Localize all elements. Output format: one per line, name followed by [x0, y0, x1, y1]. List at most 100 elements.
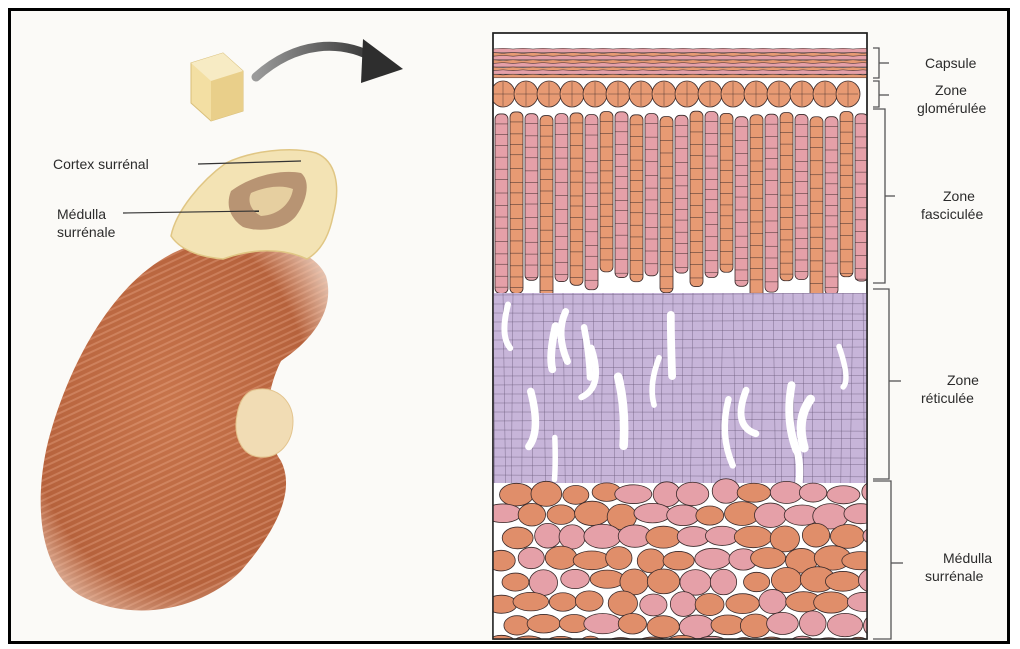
fasciculata-column — [510, 112, 523, 293]
medulla-cluster — [502, 527, 533, 549]
capsule-layer — [493, 48, 873, 52]
medulla-cluster — [711, 615, 745, 635]
medulla-cluster — [575, 591, 603, 611]
fasciculata-column — [735, 117, 748, 287]
medulla-cluster — [615, 485, 652, 504]
medulla-cluster — [799, 483, 826, 502]
label-reticulee-2: réticulée — [921, 390, 974, 406]
medulla-cluster — [663, 551, 694, 570]
medulla-cluster — [634, 503, 671, 522]
medulla-cluster — [802, 523, 829, 547]
medulla-cluster — [529, 570, 557, 596]
label-medulla-r-2: surrénale — [925, 568, 984, 584]
fasciculata-column — [555, 114, 568, 282]
medulla-cluster — [584, 524, 621, 548]
label-glomerulee-2: glomérulée — [917, 100, 986, 116]
medulla-cluster — [608, 591, 637, 615]
capsule-layer — [493, 70, 873, 74]
medulla-cluster — [695, 593, 724, 615]
label-cortex: Cortex surrénal — [53, 156, 149, 172]
fasciculata-column — [780, 112, 793, 280]
fasciculata-column — [675, 115, 688, 273]
medulla-cluster — [549, 593, 576, 612]
medulla-cluster — [561, 569, 590, 588]
medulla-cluster — [767, 612, 799, 634]
medulla-cluster — [584, 613, 622, 633]
fasciculata-column — [720, 113, 733, 272]
medulla-cluster — [647, 569, 679, 594]
capsule-layer — [493, 55, 873, 59]
medulla-cluster — [531, 481, 562, 506]
medulla-cluster — [606, 547, 632, 570]
fasciculata-column — [600, 111, 613, 271]
label-glomerulee-1: Zone — [935, 82, 967, 98]
fasciculata-column — [495, 114, 508, 293]
medulla-cluster — [487, 550, 515, 571]
medulla-cluster — [705, 526, 738, 545]
fasciculata-column — [705, 112, 718, 278]
medulla-cluster — [518, 547, 544, 568]
medulla-cluster — [647, 616, 679, 638]
medulla-cluster — [712, 479, 740, 504]
reticularis-background — [493, 293, 867, 483]
medulla-cluster — [751, 548, 786, 569]
medulla-cluster — [744, 572, 770, 591]
medulla-cluster — [726, 594, 760, 614]
adrenal-gland — [171, 150, 337, 259]
medulla-cluster — [545, 546, 577, 569]
label-medulla-r-1: Médulla — [943, 550, 992, 566]
medulla-cluster — [827, 613, 862, 636]
adrenal-gland-diagram: Cortex surrénal Médulla surrénale Capsul… — [11, 11, 1007, 641]
medulla-cluster — [486, 595, 517, 613]
capillary-sinus — [554, 437, 555, 479]
kidney-illustration — [41, 241, 329, 611]
fasciculata-column — [585, 115, 598, 290]
medulla-cluster — [676, 482, 708, 505]
fasciculata-column — [765, 114, 778, 292]
zone-brackets — [873, 48, 903, 639]
medulla-cluster — [677, 527, 710, 547]
fasciculata-column — [630, 115, 643, 282]
medulla-cluster — [563, 486, 589, 505]
medulla-cluster — [484, 504, 522, 523]
medulla-cluster — [590, 570, 624, 588]
medulla-cluster — [667, 505, 700, 526]
medulla-cluster — [770, 481, 803, 503]
medulla-cluster — [695, 548, 731, 569]
medulla-cluster — [502, 573, 529, 591]
fasciculata-column — [660, 116, 673, 292]
medulla-cluster — [814, 592, 849, 613]
medulla-cluster — [670, 592, 696, 617]
fasciculata-column — [615, 112, 628, 278]
medulla-cluster — [535, 523, 561, 548]
medulla-cluster — [518, 503, 545, 526]
medulla-cluster — [830, 525, 864, 549]
medulla-cluster — [618, 613, 646, 634]
medulla-cluster — [547, 505, 575, 524]
tissue-sample-cube — [191, 53, 243, 121]
capsule-layer — [493, 63, 873, 67]
label-medulla-1: Médulla — [57, 206, 106, 222]
medulla-cluster — [710, 569, 736, 594]
fasciculata-column — [525, 114, 538, 281]
medulla-cluster — [527, 614, 560, 633]
right-labels: Capsule Zone glomérulée Zone fasciculée … — [917, 55, 992, 584]
medulla-cluster — [500, 483, 534, 506]
label-reticulee-1: Zone — [947, 372, 979, 388]
curved-arrow-icon — [256, 39, 403, 83]
medulla-cluster — [559, 525, 585, 549]
medulla-cluster — [575, 501, 610, 525]
fasciculata-column — [840, 111, 853, 276]
medulla-cluster — [759, 589, 786, 613]
fasciculata-column — [690, 111, 703, 286]
medulla-cluster — [827, 486, 860, 504]
medulla-cluster — [513, 592, 549, 611]
fasciculata-column — [645, 114, 658, 276]
illustration-frame: Cortex surrénal Médulla surrénale Capsul… — [8, 8, 1010, 644]
fasciculata-column — [795, 114, 808, 279]
fasciculata-column — [750, 115, 763, 303]
fasciculata-column — [540, 116, 553, 298]
medulla-cluster — [771, 568, 801, 593]
medulla-cluster — [825, 571, 860, 591]
medulla-cluster — [504, 616, 530, 635]
